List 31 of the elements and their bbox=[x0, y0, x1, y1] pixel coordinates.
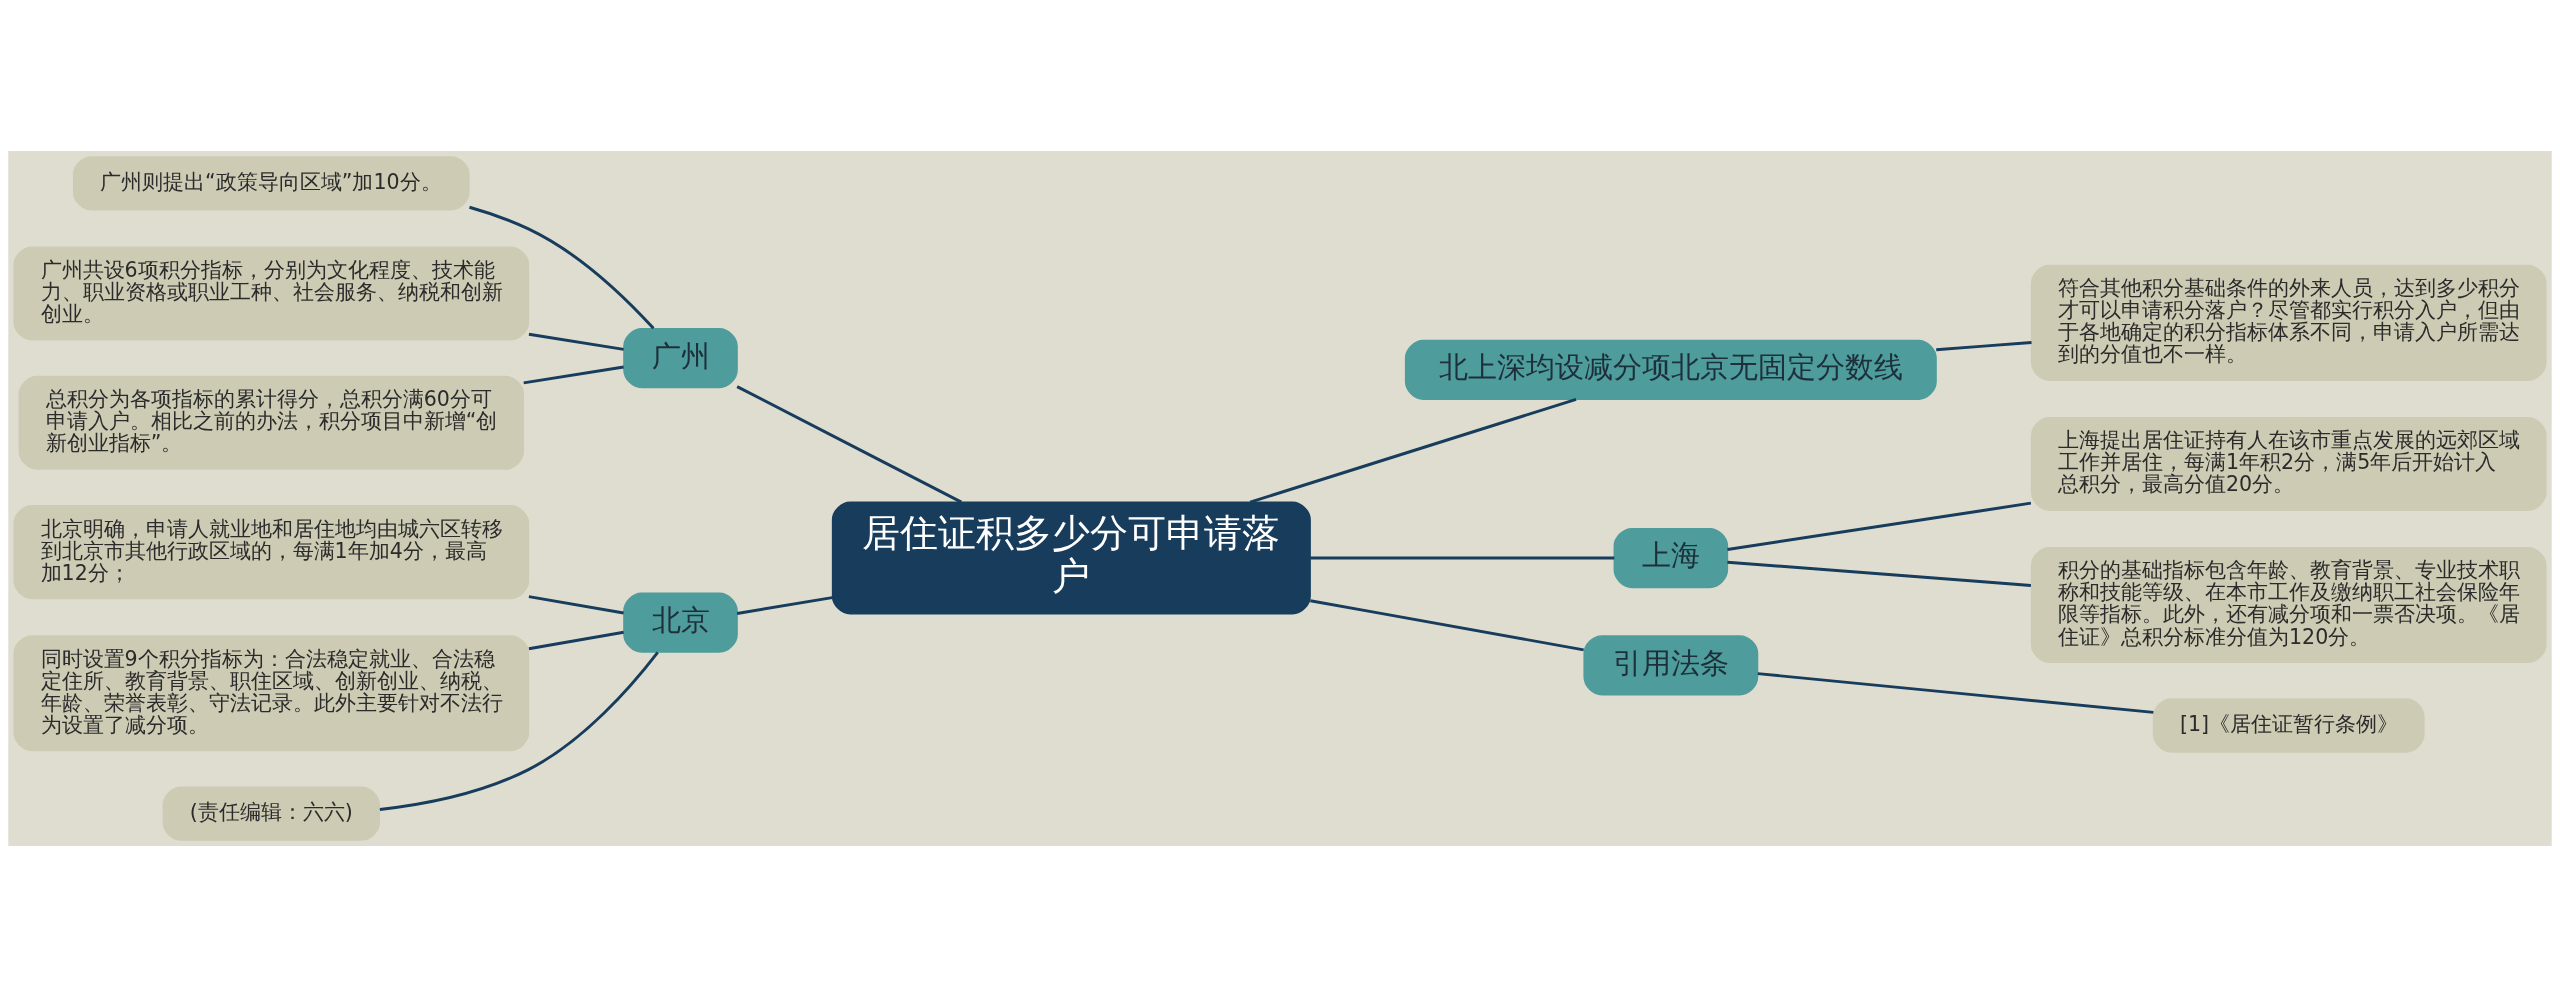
node-box: 积分的基础指标包含年龄、教育背景、专业技术职称和技能等级、在本市工作及缴纳职工社会保险年限等指标。此外，还有减分项和一票否决项。《居住证》总积分标准分值为120分。 bbox=[2030, 546, 2547, 663]
connector bbox=[1936, 340, 2032, 351]
connector bbox=[736, 384, 962, 503]
connector bbox=[523, 365, 624, 384]
connector bbox=[1310, 598, 1584, 651]
node-box: 广州 bbox=[623, 327, 738, 388]
node-box: 北京 bbox=[623, 592, 738, 653]
connector bbox=[1727, 560, 2031, 587]
connector bbox=[528, 630, 624, 650]
node-box: 同时设置9个积分指标为：合法稳定就业、合法稳定住所、教育背景、职住区域、创新创业、纳税、年龄、荣誉表彰、守法记录。此外主要针对不法行为设置了减分项。 bbox=[13, 634, 530, 751]
node-box: 符合其他积分基础条件的外来人员，达到多少积分才可以申请积分落户？尽管都实行积分入户，但由于各地确定的积分指标体系不同，申请入户所需达到的分值也不一样。 bbox=[2030, 264, 2547, 381]
connector bbox=[379, 650, 659, 811]
connector bbox=[1757, 671, 2154, 714]
connector bbox=[1249, 397, 1577, 503]
node-box: 引用法条 bbox=[1583, 634, 1759, 695]
connector bbox=[1310, 556, 1615, 559]
node-box: 居住证积多少分可申请落户 bbox=[831, 500, 1311, 615]
connector bbox=[736, 595, 833, 615]
node-box: 广州共设6项积分指标，分别为文化程度、技术能力、职业资格或职业工种、社会服务、纳税和创新创业。 bbox=[13, 246, 530, 341]
connector bbox=[469, 205, 655, 329]
node-box: 北京明确，申请人就业地和居住地均由城六区转移到北京市其他行政区域的，每满1年加4分，最高加12分； bbox=[13, 504, 530, 599]
connector bbox=[528, 594, 624, 614]
node-box: 北上深均设减分项北京无固定分数线 bbox=[1404, 339, 1937, 400]
node-box: 上海 bbox=[1613, 527, 1729, 588]
node-box: (责任编辑：六六) bbox=[162, 786, 381, 841]
node-box: 总积分为各项指标的累计得分，总积分满60分可申请入户。相比之前的办法，积分项目中新增“创新创业指标”。 bbox=[18, 375, 525, 470]
connector bbox=[1727, 501, 2032, 551]
connector bbox=[528, 332, 624, 351]
node-box: [1]《居住证暂行条例》 bbox=[2152, 697, 2425, 753]
node-box: 上海提出居住证持有人在该市重点发展的远郊区域工作并居住，每满1年积2分，满5年后开始计入总积分，最高分值20分。 bbox=[2030, 416, 2547, 511]
node-box: 广州则提出“政策导向区域”加10分。 bbox=[72, 155, 470, 210]
